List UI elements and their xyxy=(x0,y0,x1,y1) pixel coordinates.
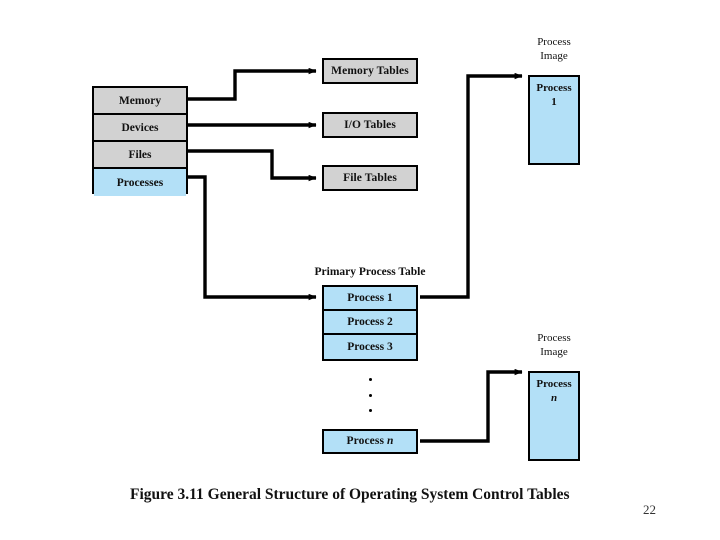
process-row-n[interactable]: Process n xyxy=(322,429,418,454)
process-row-n-prefix: Process xyxy=(346,435,387,448)
process-image-1-line2: 1 xyxy=(551,95,557,108)
process-row-3[interactable]: Process 3 xyxy=(324,335,416,359)
process-image-n-line1: Process xyxy=(536,378,572,390)
ellipsis-dot xyxy=(368,393,372,397)
process-image-1-box[interactable]: Process 1 xyxy=(528,75,580,165)
file-tables-label: File Tables xyxy=(343,171,397,184)
process-row-2[interactable]: Process 2 xyxy=(324,311,416,335)
wire-memory-to-memory-tables xyxy=(188,67,317,101)
memory-tables-label: Memory Tables xyxy=(331,64,409,77)
page-number: 22 xyxy=(643,502,656,517)
stack-label-devices: Devices xyxy=(121,121,159,134)
process-row-1-label: Process 1 xyxy=(347,292,393,304)
io-tables-box[interactable]: I/O Tables xyxy=(322,112,418,138)
ellipsis-dot xyxy=(368,378,372,381)
stack-row-processes[interactable]: Processes xyxy=(94,169,186,196)
wire-files-to-file-tables xyxy=(188,149,317,182)
primary-process-table-title: Primary Process Table xyxy=(314,266,426,278)
process-row-2-label: Process 2 xyxy=(347,316,393,328)
file-tables-box[interactable]: File Tables xyxy=(322,165,418,191)
ellipsis-dot xyxy=(368,409,372,412)
wire-processes-to-primary-process-table xyxy=(188,175,317,301)
process-row-3-label: Process 3 xyxy=(347,341,393,353)
io-tables-label: I/O Tables xyxy=(344,118,396,131)
wire-processn-to-process-image-n xyxy=(420,368,523,443)
process-row-n-suffix: n xyxy=(387,435,394,448)
stack-label-processes: Processes xyxy=(116,176,164,189)
process-row-n-label: Process n xyxy=(346,435,393,448)
process-image-n-title: Process Image xyxy=(537,332,571,358)
process-image-1-line1: Process xyxy=(536,82,572,94)
stack-row-memory[interactable]: Memory xyxy=(94,88,186,115)
stack-label-memory: Memory xyxy=(118,94,162,107)
stack-label-files: Files xyxy=(128,148,152,161)
primary-process-table: Process 1 Process 2 Process 3 xyxy=(322,285,418,361)
figure-caption: Figure 3.11 General Structure of Operati… xyxy=(130,486,570,503)
process-row-1[interactable]: Process 1 xyxy=(324,287,416,311)
ellipsis-dots xyxy=(368,378,372,412)
stack-row-devices[interactable]: Devices xyxy=(94,115,186,142)
process-image-n-box[interactable]: Process n xyxy=(528,371,580,461)
resource-stack: Memory Devices Files Processes xyxy=(92,86,188,196)
wire-process1-to-process-image-1 xyxy=(420,72,523,299)
memory-tables-box[interactable]: Memory Tables xyxy=(322,58,418,84)
process-image-1-title: Process Image xyxy=(537,36,571,62)
process-image-n-line2: n xyxy=(550,391,558,404)
stack-row-files[interactable]: Files xyxy=(94,142,186,169)
